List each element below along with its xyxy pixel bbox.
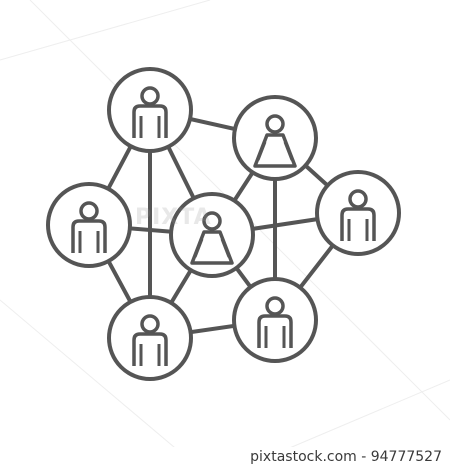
footer-bar: pixtastock.com - 94777527 — [0, 447, 450, 469]
person-node — [315, 170, 401, 256]
man-figure-icon — [132, 332, 168, 366]
person-node — [232, 277, 318, 363]
man-figure-icon — [132, 104, 168, 138]
person-nodes — [46, 67, 401, 381]
man-figure-icon — [340, 207, 376, 241]
person-node — [46, 182, 132, 268]
footer-credit: pixtastock.com - 94777527 — [250, 449, 442, 465]
person-node — [169, 192, 255, 278]
man-figure-icon — [71, 219, 107, 253]
watermark: PIXTA — [135, 205, 212, 230]
person-node — [107, 295, 193, 381]
person-node — [232, 95, 318, 181]
man-figure-icon — [257, 314, 293, 348]
person-node — [107, 67, 193, 153]
